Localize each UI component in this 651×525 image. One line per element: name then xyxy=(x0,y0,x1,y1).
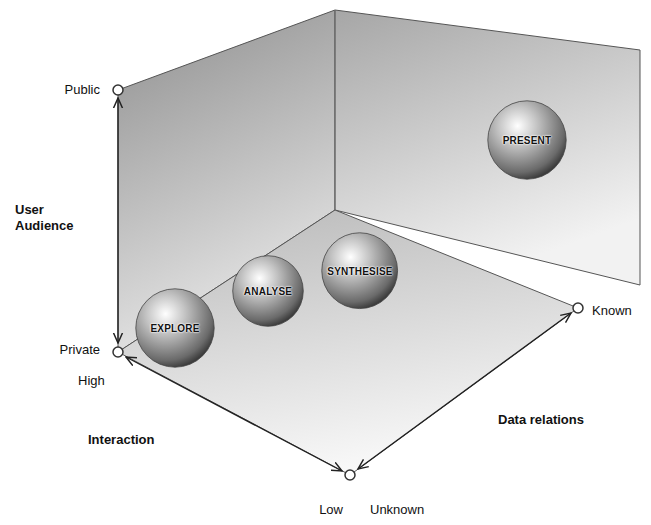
axis-label: Low xyxy=(319,502,343,518)
sphere-circle xyxy=(322,233,398,309)
sphere-circle xyxy=(233,256,304,327)
axis-label: Data relations xyxy=(498,412,584,428)
sphere-node: SYNTHESISE xyxy=(321,232,398,309)
sphere-node: PRESENT xyxy=(487,100,567,180)
wall-edge xyxy=(335,10,336,210)
axis-dot xyxy=(573,303,583,313)
axis-label: Interaction xyxy=(88,432,154,448)
axis-dot xyxy=(345,470,355,480)
sphere-node: ANALYSE xyxy=(232,255,304,327)
sphere-circle xyxy=(136,289,214,367)
sphere-label: PRESENT xyxy=(503,135,552,146)
axis-label: Unknown xyxy=(370,502,424,518)
axis-label: User Audience xyxy=(15,202,95,233)
sphere-label: EXPLORE xyxy=(150,323,199,334)
data-relations-axis xyxy=(358,313,571,469)
interaction-axis xyxy=(126,357,342,471)
axis-label: High xyxy=(78,373,105,389)
axis-label: Known xyxy=(592,303,632,319)
sphere-label: SYNTHESISE xyxy=(327,265,392,276)
sphere-node: EXPLORE xyxy=(135,288,215,368)
sphere-label: ANALYSE xyxy=(244,286,292,297)
axis-label: Public xyxy=(65,82,100,98)
axis-dot xyxy=(113,85,123,95)
sphere-circle xyxy=(488,101,566,179)
axis-dot xyxy=(113,347,123,357)
floor xyxy=(118,210,578,475)
axis-label: Private xyxy=(60,342,100,358)
audience-axis xyxy=(117,98,118,343)
